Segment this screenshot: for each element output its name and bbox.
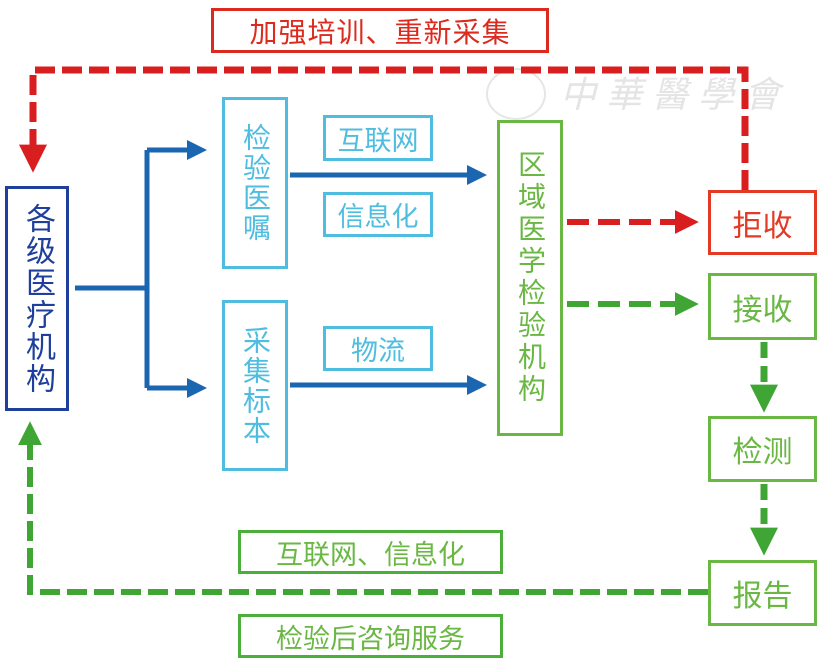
logistics-label: 物流 — [351, 336, 405, 367]
reject-feedback-line — [19, 66, 749, 190]
retrain-recollect-box: 加强培训、重新采集 — [211, 8, 549, 53]
specimen-collection-label: 采集标本 — [239, 325, 272, 446]
informatization-label-box: 信息化 — [323, 192, 433, 237]
logistics-label-box: 物流 — [323, 326, 433, 371]
report-return-line — [18, 421, 708, 595]
accept-label: 接收 — [732, 292, 793, 328]
report-label: 报告 — [732, 579, 793, 614]
medical-institutions-node: 各级医疗机构 — [5, 186, 69, 411]
test-node: 检测 — [708, 416, 817, 482]
watermark-logo-icon — [486, 68, 546, 120]
internet-info-label: 互联网、信息化 — [276, 539, 465, 571]
informatization-label: 信息化 — [337, 202, 419, 233]
specimen-collection-node: 采集标本 — [222, 300, 288, 471]
internet-info-label-box: 互联网、信息化 — [238, 530, 503, 574]
accept-node: 接收 — [708, 273, 817, 340]
test-label: 检测 — [732, 435, 793, 470]
internet-label: 互联网 — [337, 125, 419, 157]
regional-lab-label: 区域医学检验机构 — [514, 150, 547, 406]
post-test-consult-label-box: 检验后咨询服务 — [238, 614, 503, 658]
reject-label: 拒收 — [732, 208, 793, 244]
report-node: 报告 — [708, 560, 817, 626]
lab-order-label: 检验医嘱 — [239, 123, 272, 243]
lab-order-node: 检验医嘱 — [222, 97, 288, 269]
internet-label-box: 互联网 — [323, 115, 433, 161]
post-test-consult-label: 检验后咨询服务 — [276, 623, 465, 655]
retrain-recollect-label: 加强培训、重新采集 — [249, 15, 511, 49]
reject-node: 拒收 — [708, 190, 817, 255]
regional-lab-node: 区域医学检验机构 — [497, 120, 563, 436]
medical-institutions-label: 各级医疗机构 — [20, 202, 55, 395]
